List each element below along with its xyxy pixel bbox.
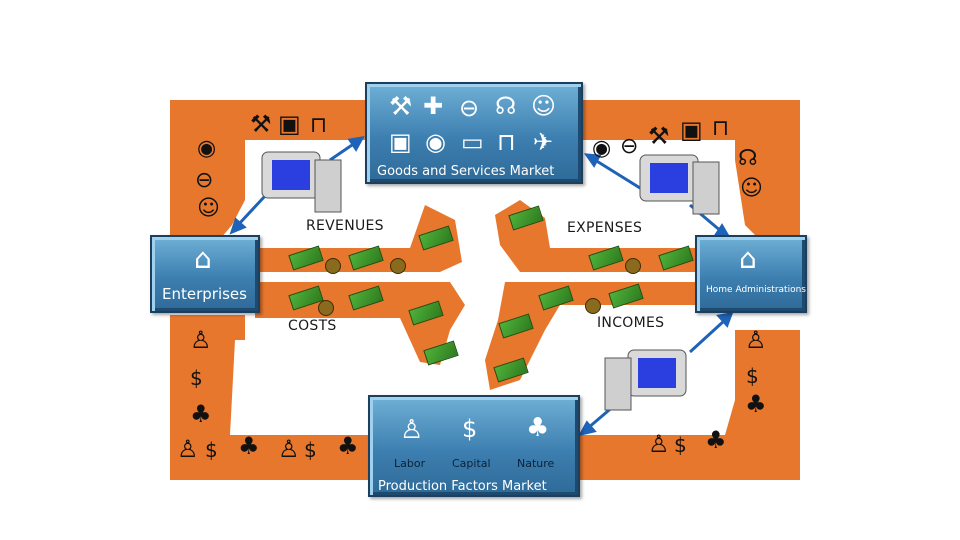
expenses-label: EXPENSES — [567, 220, 643, 236]
revenues-label: REVENUES — [306, 218, 384, 234]
expenses-flow — [495, 200, 695, 272]
incomes-flow — [485, 282, 700, 390]
bed-icon: ⊓ — [497, 128, 516, 156]
car-icon: ⊖ — [459, 94, 480, 122]
goods-flow-right — [580, 100, 800, 240]
money-bag-icon: $ — [462, 415, 478, 443]
factor-label-nature: Nature — [517, 457, 555, 470]
home-administrations-box: ⌂ Home Administrations — [695, 235, 807, 313]
coin-icon — [318, 300, 334, 316]
tv-icon: ▭ — [461, 128, 484, 156]
enterprises-box: ⌂ Enterprises — [150, 235, 260, 313]
computer-icon — [604, 349, 687, 411]
person-icon: ♙ — [400, 415, 424, 445]
money-bag-icon: $ — [205, 438, 218, 462]
tools-icon: ⚒ — [648, 122, 670, 150]
computer-icon — [639, 154, 720, 215]
goods-flow-left — [170, 100, 385, 245]
tree-landscape-icon: ♣ — [337, 432, 359, 460]
medical-icon: ✚ — [423, 92, 444, 120]
incomes-label: INCOMES — [597, 315, 665, 331]
goods-services-market-box: ⚒ ✚ ⊖ ☊ ☺ ▣ ◉ ▭ ⊓ ✈ Goods and Services M… — [365, 82, 583, 184]
radio-icon: ☊ — [495, 92, 517, 120]
person-icon: ♙ — [177, 435, 199, 463]
coin-icon — [625, 258, 641, 274]
tools-icon: ⚒ — [389, 92, 413, 122]
money-bag-icon: $ — [190, 366, 203, 390]
person-icon: ♙ — [190, 326, 212, 354]
tree-landscape-icon: ♣ — [238, 432, 260, 460]
factor-label-labor: Labor — [394, 457, 426, 470]
home-administrations-title: Home Administrations — [706, 285, 806, 295]
money-bag-icon: $ — [304, 438, 317, 462]
airplane-icon: ✈ — [533, 128, 554, 156]
coin-icon — [390, 258, 406, 274]
person-icon: ♙ — [745, 326, 767, 354]
car-icon: ⊖ — [620, 134, 639, 159]
factors-flow-left — [170, 315, 385, 480]
briefcase-icon: ▣ — [278, 110, 301, 138]
tree-landscape-icon: ♣ — [745, 390, 767, 418]
tools-icon: ⚒ — [250, 110, 272, 138]
money-bag-icon: $ — [674, 433, 687, 457]
person-icon: ♙ — [648, 430, 670, 458]
enterprises-title: Enterprises — [162, 285, 247, 303]
briefcase-icon: ▣ — [680, 116, 703, 144]
money-bag-icon: $ — [746, 364, 759, 388]
house-icon: ⌂ — [739, 242, 757, 275]
theater-masks-icon: ☺ — [531, 92, 557, 120]
car-icon: ⊖ — [195, 168, 214, 193]
theater-masks-icon: ☺ — [197, 196, 220, 221]
person-icon: ♙ — [278, 435, 300, 463]
computer-icon — [261, 151, 342, 213]
plate-icon: ◉ — [197, 136, 217, 161]
factory-icon: ⌂ — [194, 242, 212, 275]
sofa-icon: ▣ — [389, 128, 412, 156]
tree-landscape-icon: ♣ — [526, 413, 550, 443]
tree-landscape-icon: ♣ — [705, 426, 727, 454]
coin-icon — [325, 258, 341, 274]
production-factors-market-box: ♙ $ ♣ Labor Capital Nature Production Fa… — [368, 395, 580, 497]
production-factors-market-title: Production Factors Market — [378, 479, 547, 494]
factor-label-capital: Capital — [452, 457, 491, 470]
goods-services-market-title: Goods and Services Market — [377, 164, 555, 179]
tree-landscape-icon: ♣ — [190, 400, 212, 428]
costs-label: COSTS — [288, 318, 337, 334]
sofa-icon: ⊓ — [310, 113, 328, 138]
sofa-icon: ⊓ — [712, 116, 730, 141]
factors-flow-right — [580, 330, 800, 480]
theater-masks-icon: ☺ — [740, 176, 763, 201]
radio-icon: ☊ — [738, 146, 758, 171]
coin-icon — [585, 298, 601, 314]
plate-icon: ◉ — [425, 128, 446, 156]
plate-icon: ◉ — [592, 136, 612, 161]
